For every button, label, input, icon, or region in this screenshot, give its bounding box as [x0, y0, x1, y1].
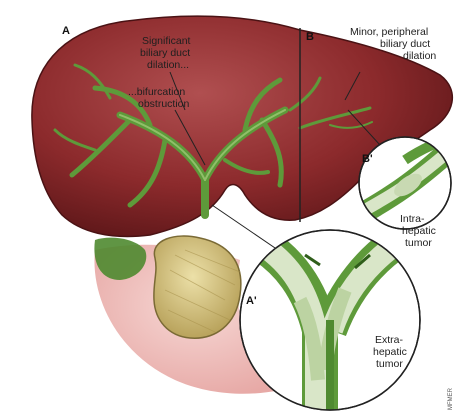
label-significant-line-2: biliary duct [140, 47, 190, 59]
label-minor-line-2: biliary duct [380, 38, 430, 50]
label-bifurcation-line-1: ...bifurcation [128, 86, 185, 98]
label-minor-line-1: Minor, peripheral [350, 26, 428, 38]
label-bifurcation-line-2: obstruction [138, 98, 190, 110]
label-intra-line-2: hepatic [402, 225, 436, 237]
label-minor-line-3: dilation [403, 50, 436, 62]
panel-label-b: B [306, 31, 314, 43]
gallbladder-shape [154, 236, 241, 338]
panel-label-a-prime: A' [246, 295, 257, 307]
panel-label-a: A [62, 25, 70, 37]
credit-mark: MFMER [448, 387, 454, 410]
label-extra-line-2: hepatic [373, 346, 407, 358]
label-significant-line-3: dilation... [147, 59, 189, 71]
label-bifurcation: ...bifurcation obstruction [128, 86, 190, 110]
label-extrahepatic-tumor: Extra- hepatic tumor [373, 334, 407, 370]
label-significant-line-1: Significant [142, 35, 191, 47]
panel-label-b-prime: B' [362, 153, 373, 165]
label-extra-line-1: Extra- [375, 334, 404, 346]
label-significant-dilation: Significant biliary duct dilation... [140, 35, 191, 71]
label-intra-line-1: Intra- [400, 213, 425, 225]
label-intra-line-3: tumor [405, 237, 432, 249]
label-extra-line-3: tumor [376, 358, 403, 370]
